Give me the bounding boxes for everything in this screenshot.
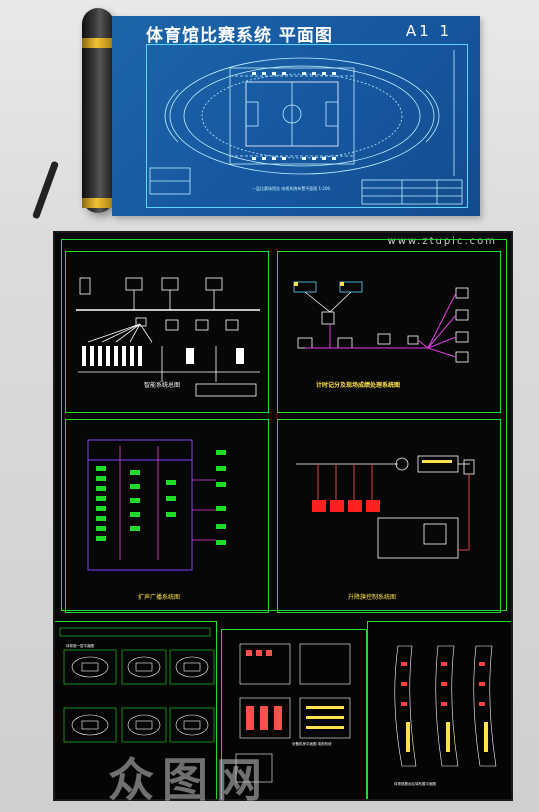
stand-layout-drawing (394, 645, 497, 767)
panel-flag-control: 升降旗控制系统图 (277, 419, 501, 613)
panel-title-timing-scoring: 计时记分及现场成绩处理系统图 (316, 382, 401, 389)
panel-timing-scoring: 计时记分及现场成绩处理系统图 (277, 251, 501, 413)
blueprint-frame (146, 44, 468, 208)
panel-pa-system: 扩声广播系统图 (65, 419, 269, 613)
caption-floor-plans: 体育馆一层平面图 (66, 644, 94, 648)
board-frame (61, 239, 507, 611)
pa-system-diagram (87, 439, 226, 571)
timing-scoring-diagram (293, 281, 469, 363)
stadium-plan-drawing (149, 50, 463, 205)
pen-icon (31, 160, 60, 220)
panel-title-smart-system: 智能系统总图 (144, 382, 181, 389)
blueprint-sheet: 体育馆比赛系统 平面图 A1 1 (112, 16, 480, 216)
blueprint-title: 体育馆比赛系统 平面图 (146, 26, 333, 46)
flag-control-diagram (296, 455, 475, 559)
smart-system-diagram (76, 277, 260, 397)
blueprint-sheet-id: A1 1 (405, 22, 452, 40)
watermark-text: www.ztupic.com (387, 236, 497, 247)
panel-title-pa-system: 扩声广播系统图 (138, 594, 181, 601)
caption-stand-layout: 体育馆看台区域布置平面图 (394, 782, 436, 786)
panel-title-flag-control: 升降旗控制系统图 (348, 594, 397, 601)
roll-band-bottom (82, 198, 114, 208)
panel-smart-system: 智能系统总图 (65, 251, 269, 413)
caption-equipment-room: 设备机房平面图 电视系统 (292, 742, 332, 746)
equipment-room-drawing (235, 643, 351, 783)
sheet-floor-plans: 体育馆一层平面图 (55, 621, 217, 799)
sheet-stand-layout: 体育馆看台区域布置平面图 (367, 621, 511, 799)
cad-drawing-board: www.ztupic.com (53, 231, 513, 801)
blueprint-caption: 一层比赛场馆总 电视系统布置平面图 1:200 (252, 186, 331, 191)
floor-plans-drawing (59, 627, 215, 743)
roll-band-top (82, 38, 114, 48)
sheet-equipment-room: 设备机房平面图 电视系统 (221, 629, 367, 799)
site-logo: 众图网 (108, 753, 270, 807)
